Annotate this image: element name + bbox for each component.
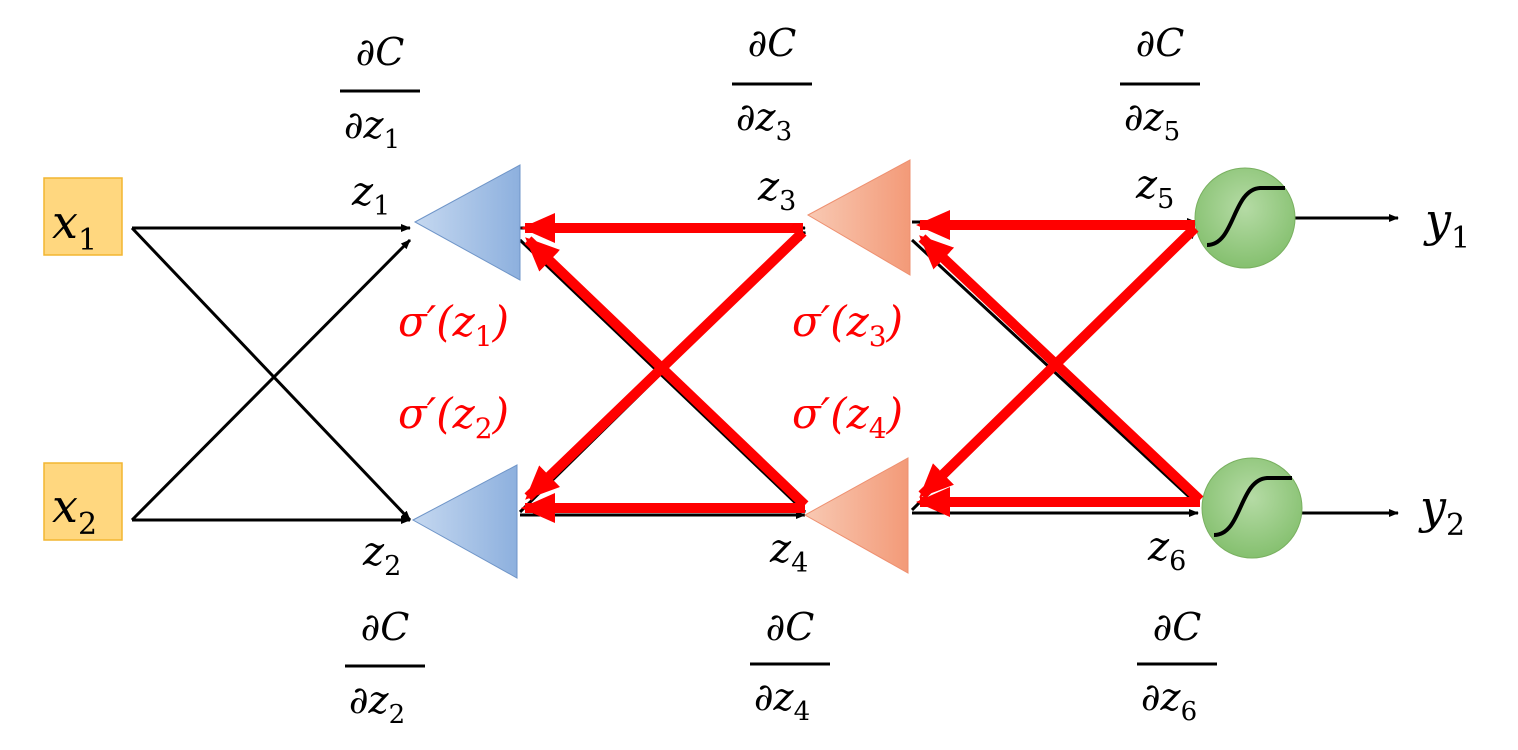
output-label-y1: y1	[1423, 193, 1470, 256]
sigma-prime-z3: σ′(z3)	[792, 297, 903, 353]
gradient-dC-dz3: ∂C ∂z3	[732, 21, 812, 147]
z3-label: z3	[757, 164, 796, 217]
svg-text:∂z3: ∂z3	[736, 95, 792, 147]
z1-label: z1	[351, 169, 390, 222]
sigma-prime-z4: σ′(z4)	[792, 389, 903, 445]
svg-text:∂C: ∂C	[356, 30, 405, 74]
z4-label: z4	[769, 526, 808, 579]
neuron-z4-triangle	[803, 457, 909, 574]
input-label-x1: x1	[52, 195, 97, 258]
gradient-dC-dz5: ∂C ∂z5	[1120, 21, 1200, 147]
input-node-x2	[43, 462, 123, 541]
output-label-y2: y2	[1418, 480, 1465, 543]
backprop-arrows	[521, 210, 1204, 523]
input-label-x2: x2	[52, 479, 97, 542]
sigmoid-icon	[1213, 476, 1292, 537]
svg-text:∂C: ∂C	[361, 605, 410, 649]
svg-text:∂z2: ∂z2	[349, 678, 405, 730]
sigma-prime-z1: σ′(z1)	[398, 297, 509, 353]
z6-label: z6	[1147, 524, 1186, 577]
svg-text:∂C: ∂C	[1153, 605, 1202, 649]
sigmoid-icon	[1206, 186, 1285, 247]
svg-text:∂z4: ∂z4	[754, 675, 810, 727]
z2-label: z2	[362, 529, 401, 582]
svg-text:∂C: ∂C	[1136, 21, 1185, 65]
gradient-dC-dz4: ∂C ∂z4	[750, 605, 830, 727]
neuron-z3-triangle	[806, 159, 911, 276]
svg-text:∂C: ∂C	[748, 21, 797, 65]
gradient-dC-dz1: ∂C ∂z1	[340, 30, 420, 155]
z5-label: z5	[1135, 162, 1174, 215]
neuron-z1-triangle	[413, 164, 521, 281]
sigma-prime-z2: σ′(z2)	[398, 389, 509, 445]
gradient-dC-dz2: ∂C ∂z2	[345, 605, 425, 730]
svg-text:∂C: ∂C	[766, 605, 815, 649]
output-neuron-z6	[1201, 457, 1303, 559]
output-neuron-z5	[1194, 167, 1296, 269]
gradient-dC-dz6: ∂C ∂z6	[1137, 605, 1217, 727]
svg-text:∂z5: ∂z5	[1124, 95, 1180, 147]
neuron-z2-triangle	[411, 464, 518, 579]
svg-text:∂z1: ∂z1	[344, 103, 400, 155]
svg-text:∂z6: ∂z6	[1141, 675, 1197, 727]
input-node-x1	[43, 177, 123, 256]
